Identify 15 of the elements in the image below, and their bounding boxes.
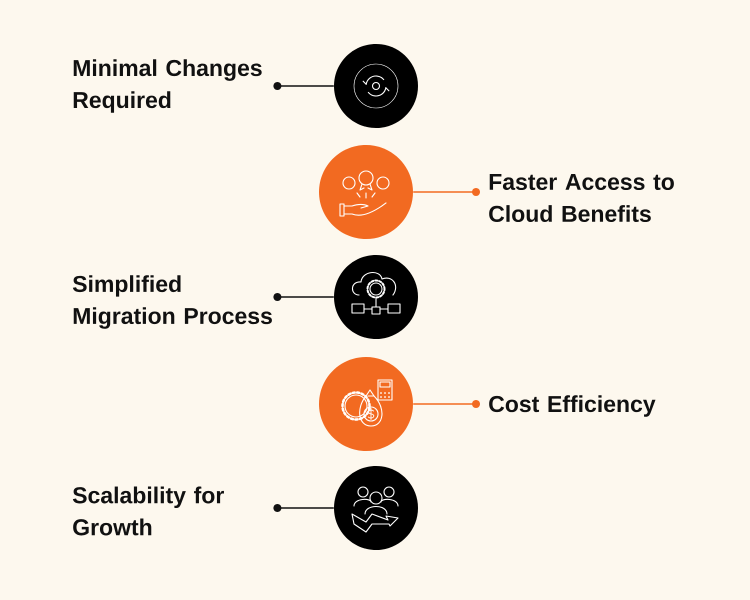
connector-line (273, 293, 334, 301)
label-text: Scalability for Growth (72, 486, 224, 536)
icon-circle (319, 357, 413, 451)
label-text: Faster Access to Cloud Benefits (489, 174, 674, 222)
label-text: Minimal Changes Required (74, 59, 262, 113)
connector-line (273, 82, 334, 90)
label-text: Cost Efficiency (489, 395, 656, 417)
connector-line (273, 504, 334, 512)
connector-line (413, 188, 480, 196)
icon-circle (334, 44, 418, 128)
icon-circle (319, 145, 413, 239)
icon-circle (334, 255, 418, 339)
connector-line (413, 400, 480, 408)
label-text: Simplified Migration Process (72, 275, 272, 329)
icon-circle (334, 466, 418, 550)
